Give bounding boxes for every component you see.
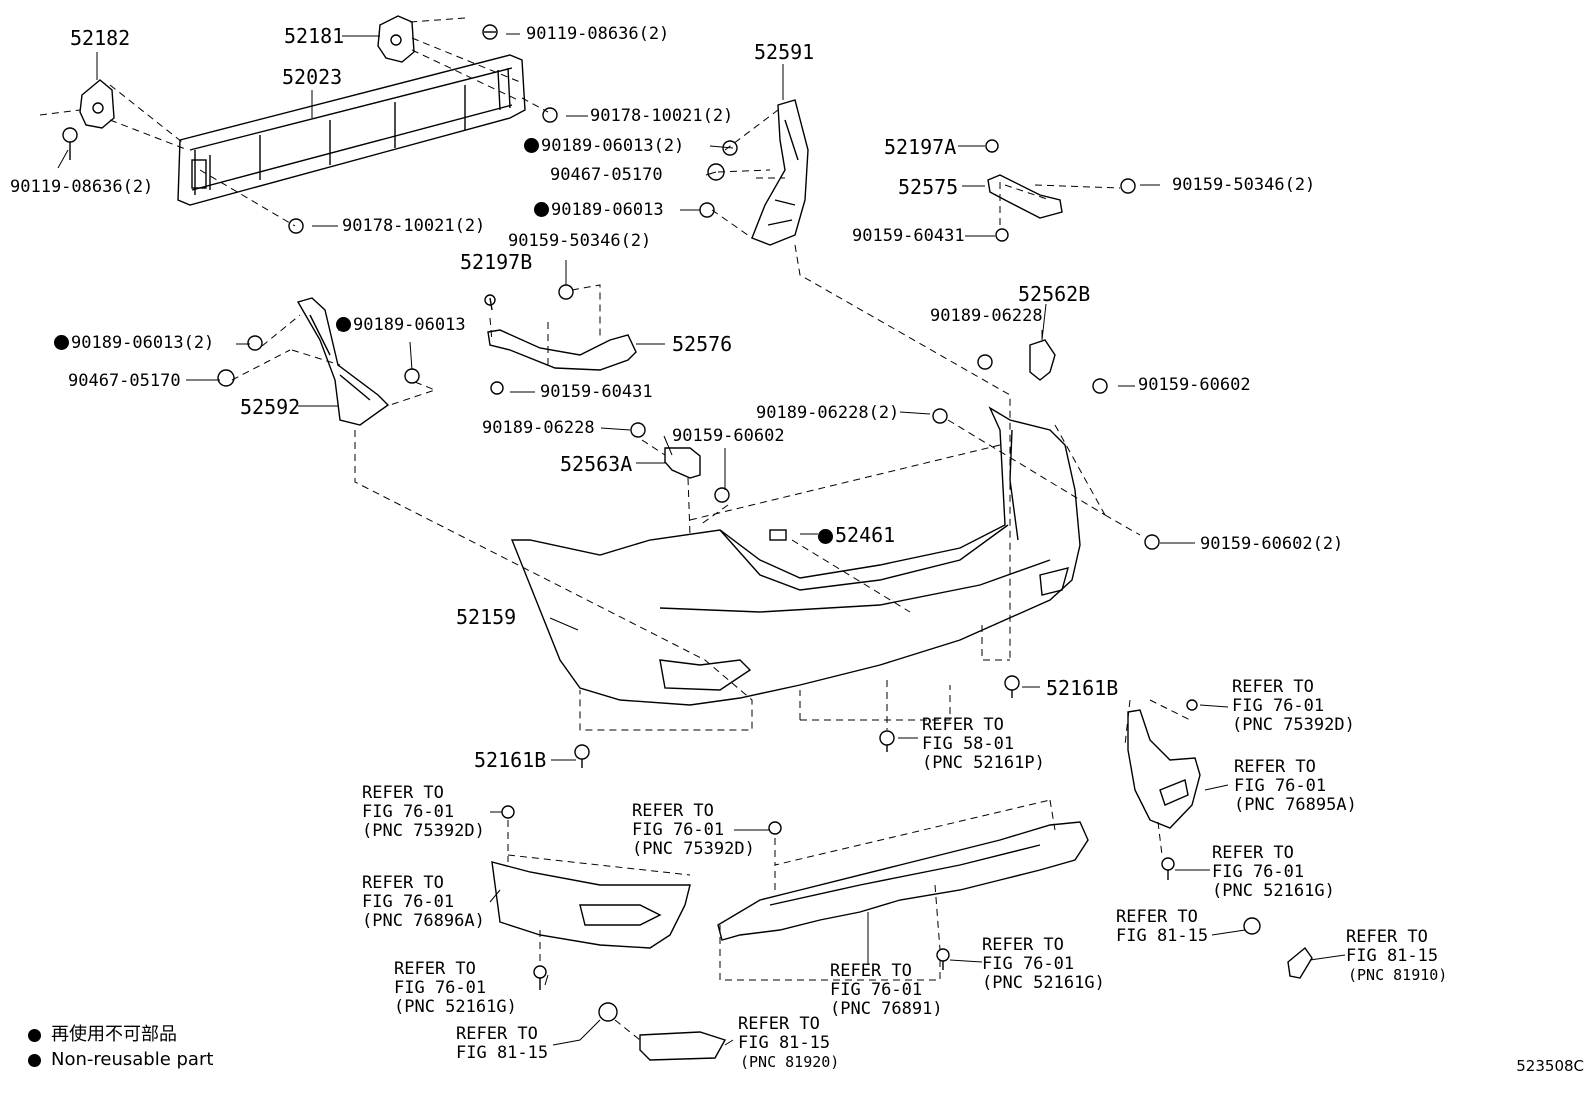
- fasteners: [62, 24, 1261, 1022]
- non-reusable-dot: [336, 317, 351, 332]
- label-90189-06228-2: 90189-06228(2): [756, 403, 900, 423]
- label-90189-06013-2-left: 90189-06013(2): [54, 334, 214, 353]
- label-52161B-right: 52161B: [1046, 676, 1119, 700]
- label-52563A: 52563A: [560, 452, 633, 476]
- ref-fig-76-01-52161G-left: REFER TO FIG 76-01 (PNC 52161G): [394, 959, 517, 1017]
- label-text: 90189-06013(2): [71, 333, 215, 353]
- bracket-52182: [79, 79, 115, 129]
- label-52591: 52591: [754, 40, 815, 64]
- ref-fig-81-15-left-bolt: REFER TO FIG 81-15: [456, 1024, 549, 1063]
- non-reusable-dot: [524, 138, 539, 153]
- ref-fig-81-15-81920: REFER TO FIG 81-15: [738, 1014, 831, 1053]
- non-reusable-dot: [28, 1029, 41, 1042]
- label-90159-60602-left: 90159-60602: [672, 426, 785, 446]
- ref-fig-81-15-81910: REFER TO FIG 81-15: [1346, 927, 1439, 966]
- ref-pnc-81910: (PNC 81910): [1348, 966, 1448, 984]
- label-90159-60431-right: 90159-60431: [852, 226, 965, 246]
- reflector-81920: [639, 1031, 727, 1061]
- ref-fig-58-01-52161P: REFER TO FIG 58-01 (PNC 52161P): [922, 715, 1045, 773]
- label-52197A: 52197A: [884, 135, 957, 159]
- lower-cover-right: [1127, 709, 1201, 829]
- non-reusable-dot: [818, 529, 833, 544]
- retainer-52591: [751, 99, 809, 246]
- label-90189-06228-right: 90189-06228: [930, 306, 1043, 326]
- legend-japanese: 再使用不可部品: [28, 1024, 177, 1046]
- diffuser-center: [717, 821, 1089, 941]
- label-text: 90189-06013: [551, 200, 664, 220]
- label-52576: 52576: [672, 332, 733, 356]
- bracket-52576: [487, 329, 637, 371]
- reflector-81910: [1287, 946, 1313, 979]
- bracket-52563A: [664, 447, 701, 479]
- ref-fig-76-01-76896A: REFER TO FIG 76-01 (PNC 76896A): [362, 873, 485, 931]
- label-52182: 52182: [70, 26, 131, 50]
- ref-fig-76-01-52161G-center: REFER TO FIG 76-01 (PNC 52161G): [982, 935, 1105, 993]
- bracket-52181: [377, 15, 415, 63]
- non-reusable-dot: [54, 335, 69, 350]
- ref-pnc-81920: (PNC 81920): [740, 1053, 840, 1071]
- label-90159-60602-right: 90159-60602: [1138, 375, 1251, 395]
- label-text: 90189-06013: [353, 315, 466, 335]
- legend-text-jp: 再使用不可部品: [51, 1024, 177, 1045]
- label-90159-50346-right: 90159-50346(2): [1172, 175, 1316, 195]
- label-90189-06013-right: 90189-06013: [534, 201, 664, 220]
- non-reusable-dot: [28, 1054, 41, 1067]
- ref-fig-76-01-75392D-right: REFER TO FIG 76-01 (PNC 75392D): [1232, 677, 1355, 735]
- leader-lines: [57, 33, 1346, 1046]
- label-52197B: 52197B: [460, 250, 533, 274]
- reinforcement-52023: [177, 54, 526, 206]
- label-90159-60431-left: 90159-60431: [540, 382, 653, 402]
- figure-code: 523508C: [1516, 1057, 1584, 1075]
- non-reusable-dot: [534, 202, 549, 217]
- bumper-cover-52159: [510, 406, 1081, 706]
- legend-english: Non-reusable part: [28, 1049, 213, 1071]
- label-90189-06013-left: 90189-06013: [336, 316, 466, 335]
- label-text: 90189-06013(2): [541, 136, 685, 156]
- retainer-52592: [296, 297, 390, 426]
- ref-fig-76-01-75392D-left: REFER TO FIG 76-01 (PNC 75392D): [362, 783, 485, 841]
- dashed-lines: [39, 17, 1191, 1041]
- label-90467-05170-right: 90467-05170: [550, 165, 663, 185]
- label-90189-06013-2-right: 90189-06013(2): [524, 137, 684, 156]
- ref-fig-76-01-75392D-center: REFER TO FIG 76-01 (PNC 75392D): [632, 801, 755, 859]
- label-90159-60602-2: 90159-60602(2): [1200, 534, 1344, 554]
- ref-fig-81-15-right-bolt: REFER TO FIG 81-15: [1116, 907, 1209, 946]
- label-52592: 52592: [240, 395, 301, 419]
- label-52562B: 52562B: [1018, 282, 1091, 306]
- label-90119-08636-left: 90119-08636(2): [10, 177, 154, 197]
- legend-text-en: Non-reusable part: [51, 1049, 214, 1070]
- label-52181: 52181: [284, 24, 345, 48]
- label-52159: 52159: [456, 605, 517, 629]
- label-52161B-left: 52161B: [474, 748, 547, 772]
- label-90159-50346-left: 90159-50346(2): [508, 231, 652, 251]
- label-90467-05170-left: 90467-05170: [68, 371, 181, 391]
- label-90189-06228-left: 90189-06228: [482, 418, 595, 438]
- label-52461: 52461: [818, 524, 895, 546]
- label-90119-08636-top: 90119-08636(2): [526, 24, 670, 44]
- label-90178-10021-top: 90178-10021(2): [590, 106, 734, 126]
- label-52575: 52575: [898, 175, 959, 199]
- label-90178-10021-bottom: 90178-10021(2): [342, 216, 486, 236]
- ref-fig-76-01-52161G-right: REFER TO FIG 76-01 (PNC 52161G): [1212, 843, 1335, 901]
- ref-fig-76-01-76895A: REFER TO FIG 76-01 (PNC 76895A): [1234, 757, 1357, 815]
- bracket-52575: [987, 174, 1063, 219]
- label-52023: 52023: [282, 65, 343, 89]
- label-text: 52461: [835, 523, 896, 547]
- bracket-52562B: [1029, 339, 1056, 381]
- ref-fig-76-01-76891: REFER TO FIG 76-01 (PNC 76891): [830, 961, 943, 1019]
